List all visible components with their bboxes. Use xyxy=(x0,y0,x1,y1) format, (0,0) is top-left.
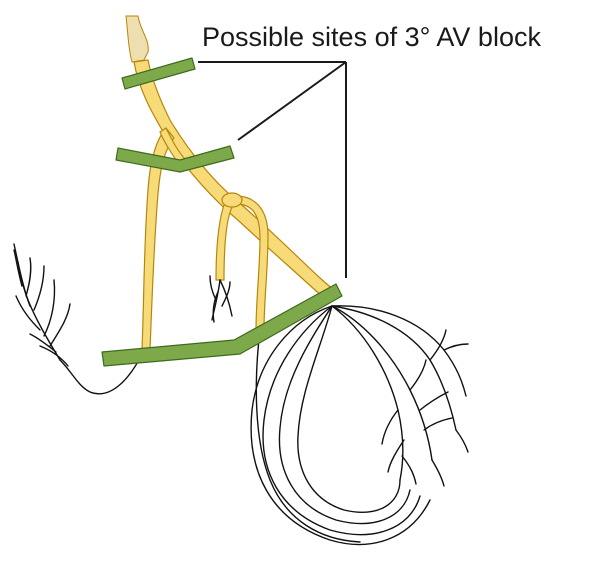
upper-conduction-pathway xyxy=(126,16,148,62)
middle-purkinje-fibers xyxy=(210,276,232,322)
callout-label: Possible sites of 3° AV block xyxy=(202,22,541,52)
his-bundle-trunk xyxy=(134,60,336,300)
right-bundle-fork xyxy=(216,196,234,280)
left-purkinje-fibers xyxy=(14,244,144,394)
upper-block-site xyxy=(122,58,195,89)
bifurcation-node xyxy=(222,193,242,207)
ventricular-fiber-loops xyxy=(251,306,430,544)
lower-block-site xyxy=(102,284,342,366)
apical-purkinje-fibers xyxy=(332,306,468,486)
